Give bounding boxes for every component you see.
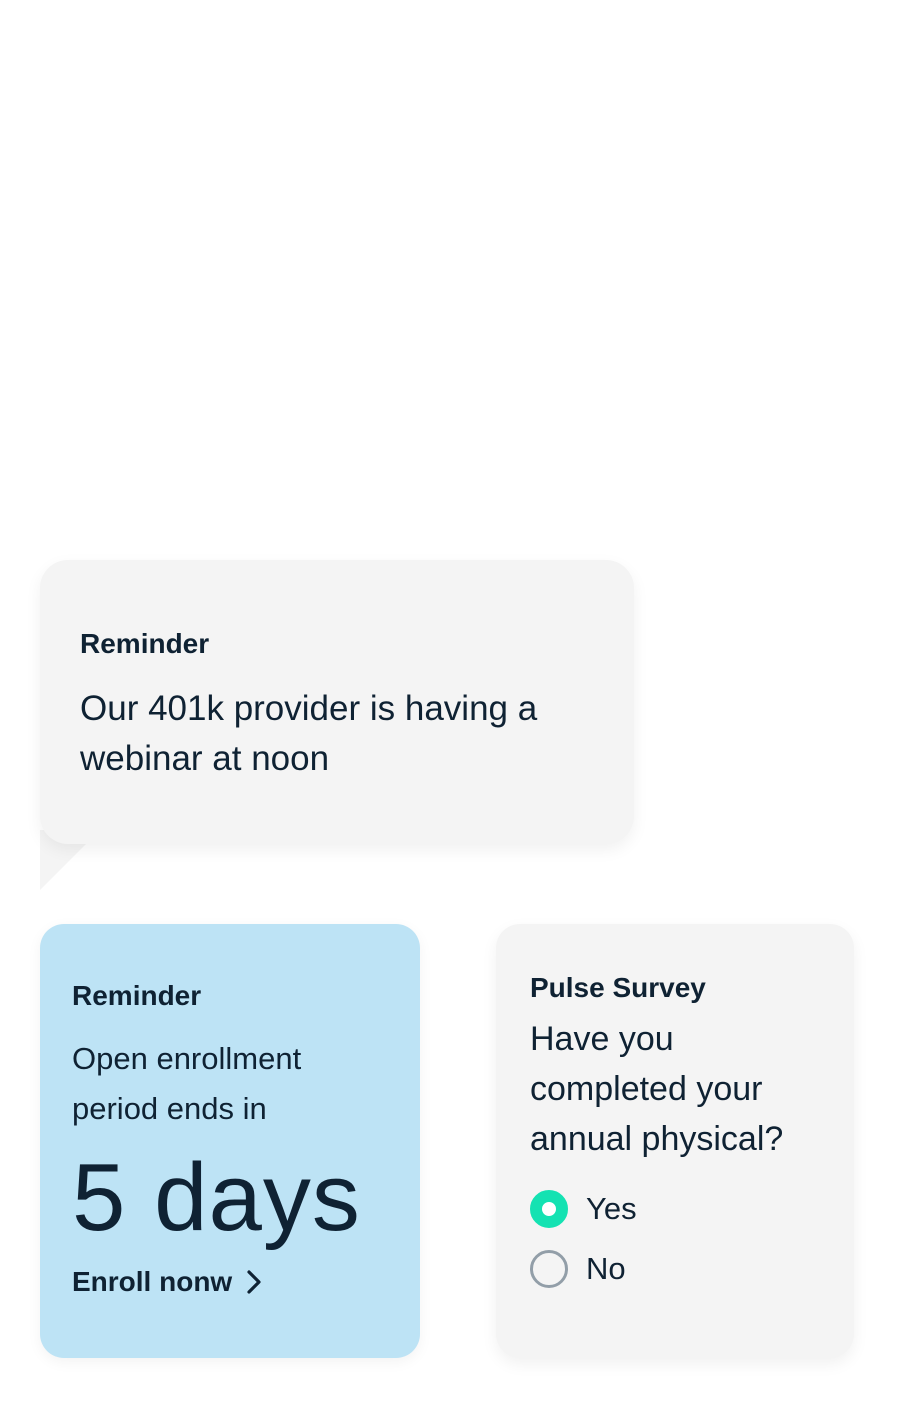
card-title: Pulse Survey <box>530 972 706 1003</box>
countdown-value: 5 days <box>72 1144 361 1251</box>
radio-unselected-icon[interactable] <box>530 1250 568 1288</box>
survey-option-no[interactable]: No <box>530 1250 824 1288</box>
card-title: Reminder <box>80 628 210 659</box>
pulse-survey-card: Pulse Survey Have you completed your ann… <box>496 924 854 1358</box>
enroll-label: Enroll nonw <box>72 1266 233 1297</box>
option-label: No <box>586 1251 626 1286</box>
card-title: Reminder <box>72 980 202 1011</box>
radio-selected-icon[interactable] <box>530 1190 568 1228</box>
survey-question: Have you completed your annual physical? <box>530 1020 784 1158</box>
option-label: Yes <box>586 1191 637 1226</box>
card-message: Open enrollment period ends in <box>72 1041 302 1126</box>
card-message: Our 401k provider is having a webinar at… <box>80 689 538 778</box>
survey-option-yes[interactable]: Yes <box>530 1190 824 1228</box>
chevron-right-icon <box>247 1270 261 1294</box>
enrollment-reminder-card: Reminder Open enrollment period ends in … <box>40 924 420 1358</box>
webinar-reminder-card: Reminder Our 401k provider is having a w… <box>40 560 634 844</box>
enroll-now-link[interactable]: Enroll nonw <box>72 1266 388 1298</box>
